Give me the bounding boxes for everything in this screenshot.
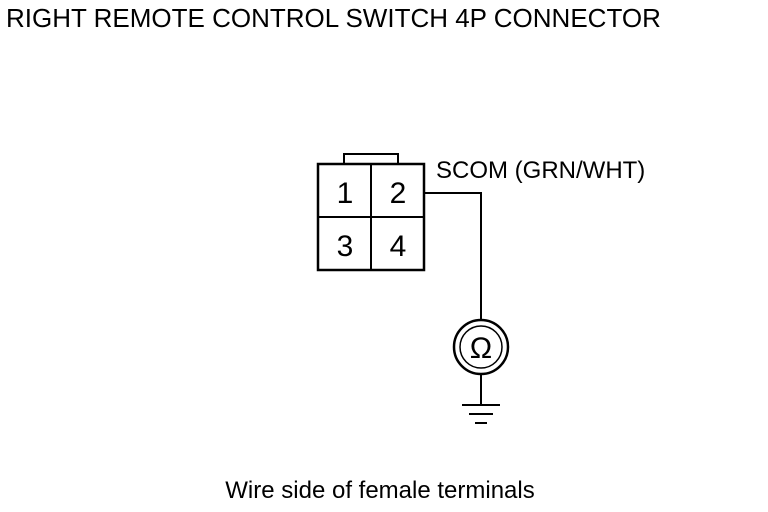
terminal-1: 1: [337, 177, 354, 210]
diagram-title: RIGHT REMOTE CONTROL SWITCH 4P CONNECTOR: [6, 3, 661, 33]
terminal-2: 2: [390, 177, 407, 210]
ohmmeter-icon: Ω: [452, 318, 510, 376]
terminal-3: 3: [337, 230, 354, 263]
wire-label: SCOM (GRN/WHT): [436, 157, 645, 184]
connector-latch: [343, 153, 399, 165]
probe-lead: [424, 192, 482, 321]
ground-icon: [462, 404, 500, 424]
terminal-4: 4: [390, 230, 407, 263]
ohm-symbol: Ω: [470, 332, 492, 365]
diagram-caption: Wire side of female terminals: [225, 477, 535, 504]
